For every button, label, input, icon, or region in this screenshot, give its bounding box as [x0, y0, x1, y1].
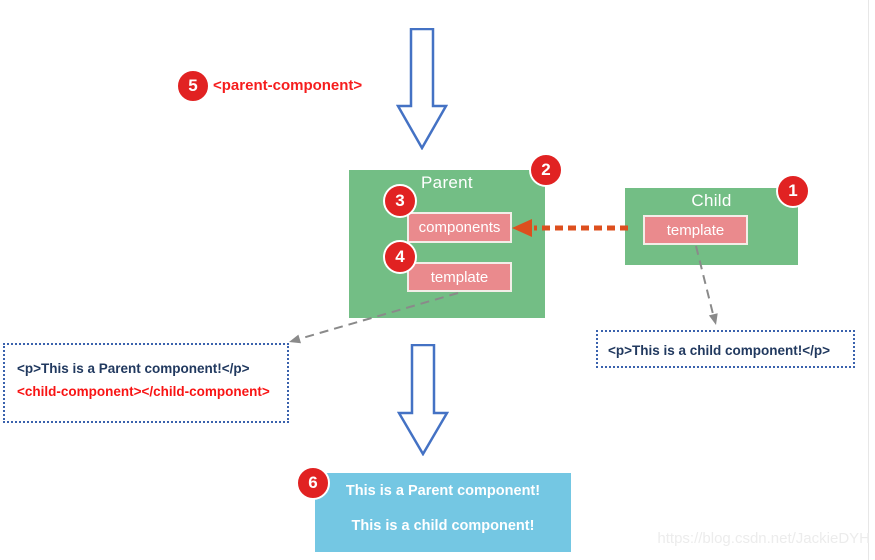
step-badge-1: 1	[776, 174, 810, 208]
child-code-snippet: <p>This is a child component!</p>	[596, 330, 855, 368]
parent-box: Parent components template	[349, 170, 545, 318]
step-badge-4: 4	[383, 240, 417, 274]
flow-arrow-down-top	[396, 28, 448, 150]
child-title: Child	[691, 191, 732, 210]
output-line-2: This is a child component!	[351, 518, 535, 534]
child-code-line-1: <p>This is a child component!</p>	[608, 343, 831, 358]
template-box-child: template	[643, 215, 748, 245]
output-line-1: This is a Parent component!	[345, 483, 541, 499]
components-box: components	[407, 212, 512, 243]
parent-component-tag-label: <parent-component>	[213, 77, 363, 94]
template-box-parent: template	[407, 262, 512, 292]
parent-code-line-1: <p>This is a Parent component!</p>	[17, 361, 250, 376]
watermark: https://blog.csdn.net/JackieDYH	[657, 530, 870, 547]
parent-code-line-2: <child-component></child-component>	[17, 384, 270, 399]
flow-arrow-down-middle	[397, 344, 449, 456]
screenshot-edge-line	[868, 0, 869, 560]
output-box: This is a Parent component! This is a ch…	[315, 473, 571, 552]
step-badge-5: 5	[176, 69, 210, 103]
parent-title: Parent	[421, 173, 473, 192]
child-box: Child template	[625, 188, 798, 265]
gray-arrowhead-right	[708, 313, 718, 325]
gray-arrowhead-left	[289, 334, 301, 344]
parent-code-snippet: <p>This is a Parent component!</p> <chil…	[3, 343, 289, 423]
step-badge-6: 6	[296, 466, 330, 500]
step-badge-2: 2	[529, 153, 563, 187]
step-badge-3: 3	[383, 184, 417, 218]
